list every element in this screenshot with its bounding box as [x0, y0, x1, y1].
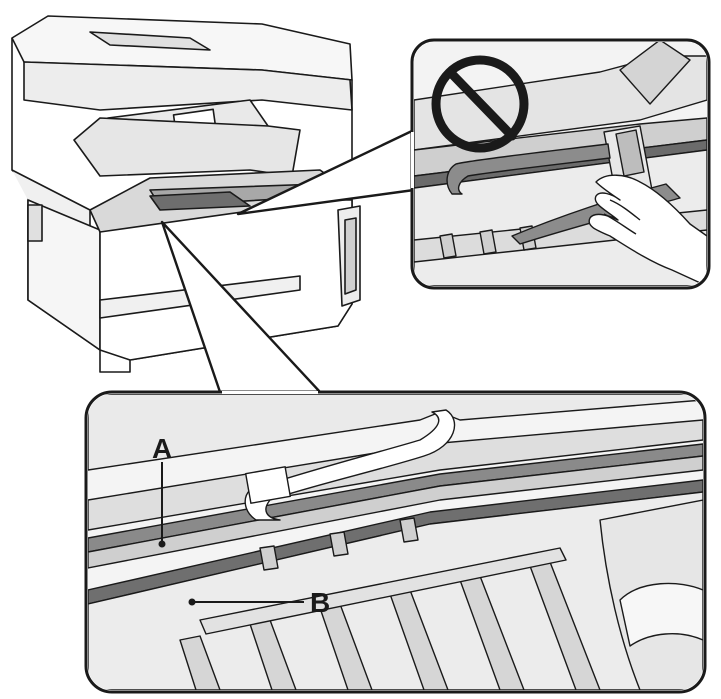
label-a: A [152, 433, 172, 464]
label-b: B [310, 587, 330, 618]
